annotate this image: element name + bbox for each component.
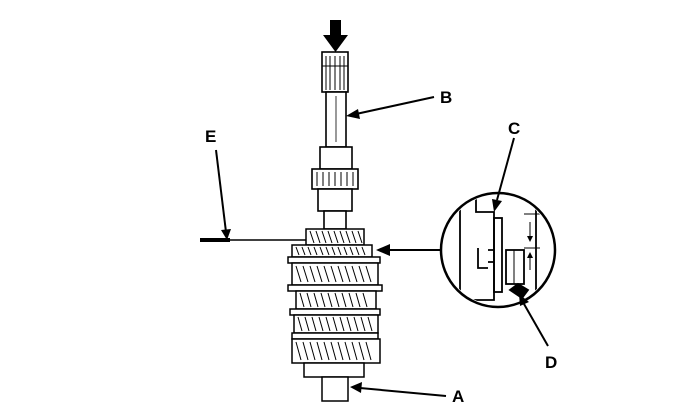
callout-a: A xyxy=(452,387,464,406)
mainshaft xyxy=(311,51,359,230)
callout-d: D xyxy=(545,353,557,372)
leader-b xyxy=(346,96,435,119)
detail-view-circle xyxy=(439,191,557,309)
leader-a xyxy=(350,382,447,397)
gear-teeth xyxy=(295,230,373,361)
leader-c xyxy=(492,137,515,212)
callout-b: B xyxy=(440,88,452,107)
callout-e: E xyxy=(205,127,216,146)
press-force-arrow xyxy=(323,20,348,52)
leader-d xyxy=(519,294,549,347)
detail-pointer-arrow xyxy=(376,244,441,256)
callout-c: C xyxy=(508,119,520,138)
leader-e xyxy=(200,149,306,242)
